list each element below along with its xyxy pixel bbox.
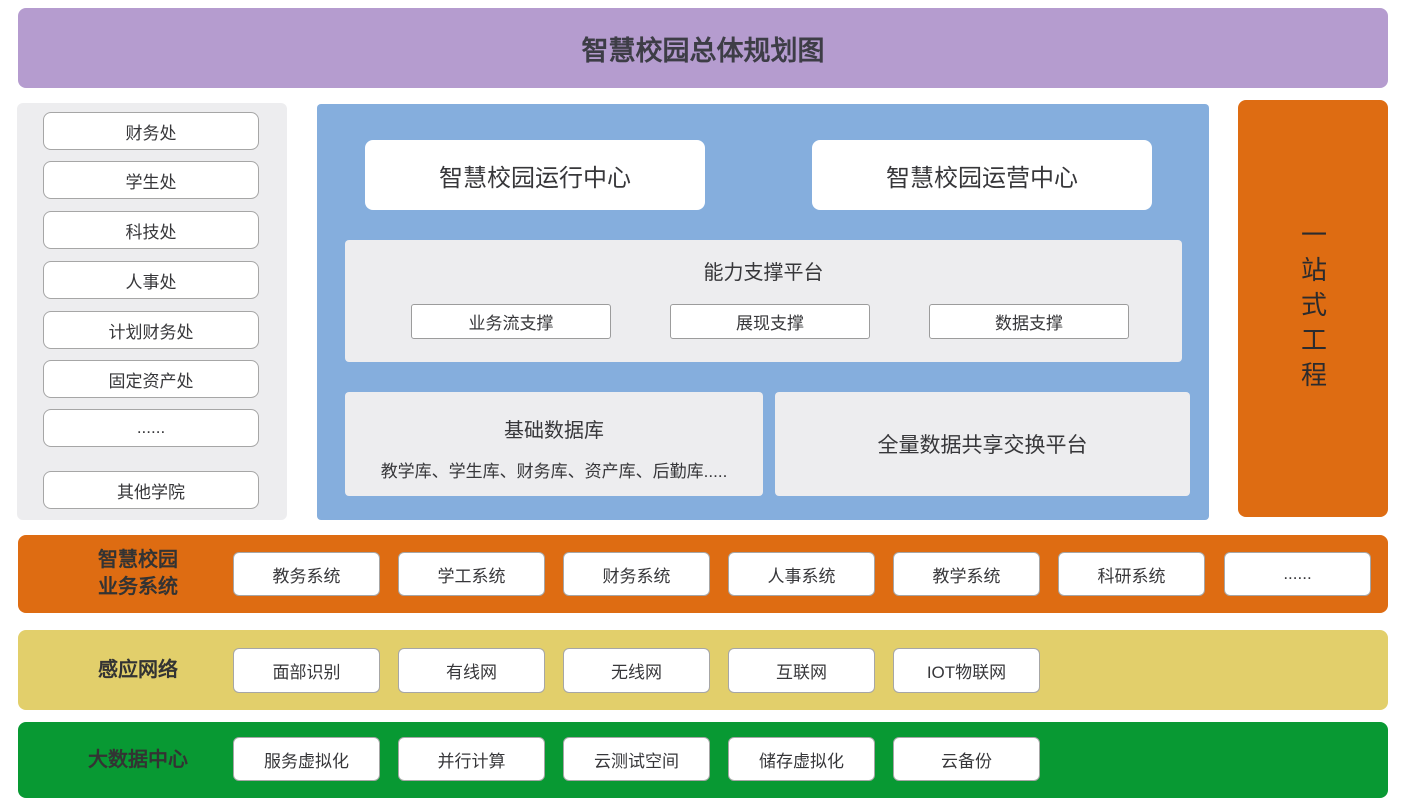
department-item: 计划财务处	[43, 311, 259, 349]
base-database-title: 基础数据库	[504, 420, 604, 442]
sensing-network-band: 感应网络 面部识别 有线网 无线网 互联网 IOT物联网	[18, 630, 1388, 710]
business-system-item-ellipsis: ......	[1224, 552, 1371, 596]
base-database-subtitle: 教学库、学生库、财务库、资产库、后勤库.....	[380, 462, 728, 481]
business-system-item: 人事系统	[728, 552, 875, 596]
network-item: 面部识别	[233, 648, 380, 693]
department-item: 财务处	[43, 112, 259, 150]
run-center-box: 智慧校园运行中心	[365, 140, 705, 210]
big-data-center-label: 大数据中心	[88, 748, 188, 771]
department-item-ellipsis: ......	[43, 409, 259, 447]
business-systems-band: 智慧校园 业务系统 教务系统 学工系统 财务系统 人事系统 教学系统 科研系统 …	[18, 535, 1388, 613]
business-systems-label: 智慧校园 业务系统	[98, 549, 178, 598]
base-database-box: 基础数据库 教学库、学生库、财务库、资产库、后勤库.....	[345, 392, 763, 496]
big-data-center-band: 大数据中心 服务虚拟化 并行计算 云测试空间 储存虚拟化 云备份	[18, 722, 1388, 798]
capability-item: 数据支撑	[929, 304, 1129, 339]
capability-item: 展现支撑	[670, 304, 870, 339]
ops-center-box: 智慧校园运营中心	[812, 140, 1152, 210]
platform-panel: 智慧校园运行中心 智慧校园运营中心 能力支撑平台 业务流支撑 展现支撑 数据支撑…	[317, 104, 1209, 520]
one-stop-project-banner: 一站式工程	[1238, 100, 1388, 517]
bigdata-item: 储存虚拟化	[728, 737, 875, 781]
department-item: 人事处	[43, 261, 259, 299]
department-item: 科技处	[43, 211, 259, 249]
bigdata-item: 云测试空间	[563, 737, 710, 781]
capability-item: 业务流支撑	[411, 304, 611, 339]
business-system-item: 科研系统	[1058, 552, 1205, 596]
business-system-item: 教学系统	[893, 552, 1040, 596]
department-item: 其他学院	[43, 471, 259, 509]
bigdata-item: 并行计算	[398, 737, 545, 781]
business-system-item: 教务系统	[233, 552, 380, 596]
network-item: 互联网	[728, 648, 875, 693]
data-exchange-box: 全量数据共享交换平台	[775, 392, 1190, 496]
diagram-title-banner: 智慧校园总体规划图	[18, 8, 1388, 88]
diagram-title: 智慧校园总体规划图	[581, 35, 825, 66]
network-item: 有线网	[398, 648, 545, 693]
department-item: 学生处	[43, 161, 259, 199]
network-item: 无线网	[563, 648, 710, 693]
departments-panel: 财务处 学生处 科技处 人事处 计划财务处 固定资产处 ...... 其他学院	[17, 103, 287, 520]
one-stop-project-label: 一站式工程	[1297, 221, 1328, 396]
business-system-item: 学工系统	[398, 552, 545, 596]
capability-platform: 能力支撑平台 业务流支撑 展现支撑 数据支撑	[345, 240, 1182, 362]
sensing-network-label: 感应网络	[98, 658, 178, 681]
bigdata-item: 服务虚拟化	[233, 737, 380, 781]
capability-title: 能力支撑平台	[703, 262, 824, 284]
department-item: 固定资产处	[43, 360, 259, 398]
network-item: IOT物联网	[893, 648, 1040, 693]
bigdata-item: 云备份	[893, 737, 1040, 781]
business-system-item: 财务系统	[563, 552, 710, 596]
